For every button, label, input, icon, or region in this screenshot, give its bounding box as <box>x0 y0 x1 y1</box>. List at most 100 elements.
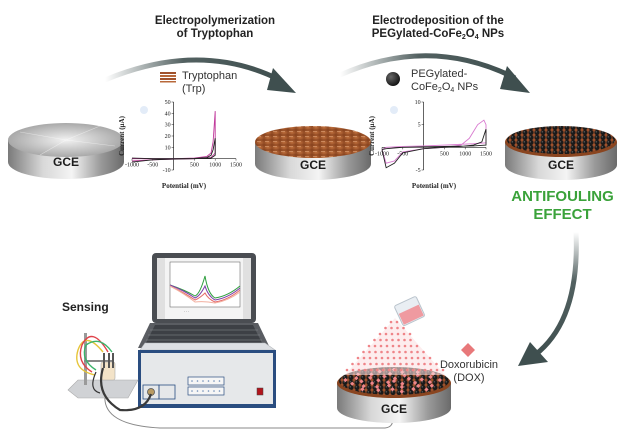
dox-droplet <box>369 368 373 372</box>
trp-gce-label: GCE <box>299 158 326 172</box>
dox-droplet <box>402 332 406 336</box>
dox-droplet <box>391 338 394 342</box>
beaker-icon <box>394 296 425 326</box>
x-axis-label: Potential (mV) <box>412 182 457 190</box>
dox-droplet <box>351 362 354 366</box>
port-pin <box>218 380 221 382</box>
dox-adsorbed <box>390 387 395 392</box>
decorative-dot <box>390 106 398 114</box>
y-tick-label: 20 <box>165 134 171 140</box>
dox-adsorbed <box>376 387 381 393</box>
dox-adsorbed <box>428 374 433 380</box>
dox-droplet <box>392 350 395 354</box>
x-tick-label: -1000 <box>125 163 139 169</box>
dox-droplet <box>391 344 395 348</box>
dox-adsorbed <box>406 376 412 381</box>
dox-droplet <box>378 332 382 336</box>
dox-droplet <box>405 362 408 366</box>
dox-droplet <box>416 350 419 354</box>
dox-droplet <box>363 368 367 372</box>
dox-adsorbed <box>369 381 375 386</box>
dox-droplet <box>408 332 412 336</box>
potentiostat <box>138 342 276 408</box>
dox-adsorbed <box>424 387 429 392</box>
dox-droplet <box>390 326 393 330</box>
dox-droplet <box>356 356 360 360</box>
dox-droplet <box>379 344 383 348</box>
np-gce-electrode <box>505 126 617 180</box>
dox-droplet <box>368 350 371 354</box>
port-pin <box>191 380 193 382</box>
arrow-step2 <box>338 53 530 93</box>
tryptophan-legend-line2: (Trp) <box>182 83 206 95</box>
tryptophan-film-icon <box>160 72 176 83</box>
electrochemical-cell <box>67 333 153 412</box>
dox-droplet <box>345 368 349 372</box>
dox-droplet <box>357 368 361 372</box>
port-pin <box>218 390 221 392</box>
dox-droplet <box>375 362 378 366</box>
y-tick-label: -10 <box>163 168 171 174</box>
step2-title-line1: Electrodeposition of the <box>372 15 504 27</box>
laptop-chart-xlabel: · · · <box>184 310 189 314</box>
dox-droplet <box>409 344 413 348</box>
series-cycle-last <box>381 129 487 169</box>
antifouling-effect-label: ANTIFOULING EFFECT <box>500 188 625 224</box>
series-cycle-last <box>131 138 216 163</box>
dox-droplet <box>393 368 397 372</box>
nanoparticle-legend-line1: PEGylated- <box>411 68 468 80</box>
dox-adsorbed <box>392 376 398 381</box>
dox-droplet <box>362 356 366 360</box>
dox-droplet <box>410 356 414 360</box>
dox-adsorbed <box>416 383 421 388</box>
x-tick-label: 1500 <box>230 163 242 169</box>
sensing-label: Sensing <box>62 300 109 314</box>
dox-droplet <box>379 338 382 342</box>
dox-droplet <box>411 362 414 366</box>
dox-droplet <box>417 368 421 372</box>
dox-droplet <box>398 356 402 360</box>
y-tick-label: 10 <box>165 145 171 151</box>
dox-adsorbed <box>411 386 416 392</box>
dox-droplet <box>369 362 372 366</box>
dox-droplet <box>395 320 399 324</box>
decorative-dot <box>140 106 148 114</box>
dox-droplet <box>386 356 390 360</box>
dox-droplet <box>381 362 384 366</box>
dox-adsorbed <box>359 379 364 384</box>
dox-droplet <box>423 368 427 372</box>
dox-adsorbed <box>361 383 366 389</box>
y-tick-label: -5 <box>416 168 421 174</box>
dox-droplet <box>416 356 420 360</box>
port-pin <box>191 390 193 392</box>
dox-droplet <box>410 350 413 354</box>
dox-droplet <box>435 368 439 372</box>
dox-droplet <box>374 350 377 354</box>
cell-cable <box>99 367 153 412</box>
dox-droplet <box>396 326 399 330</box>
dox-droplet <box>402 326 405 330</box>
dox-droplet <box>404 356 408 360</box>
dox-droplet <box>404 350 407 354</box>
dox-adsorbed <box>437 377 443 383</box>
dox-adsorbed <box>399 384 405 390</box>
y-tick-label: 5 <box>418 123 421 129</box>
dox-droplet <box>385 338 388 342</box>
y-tick-label: 50 <box>165 100 171 106</box>
dox-adsorbed <box>360 387 365 392</box>
x-tick-label: 1500 <box>480 151 492 157</box>
dox-adsorbed <box>386 380 391 385</box>
y-tick-label: 10 <box>415 100 421 106</box>
dox-spray <box>345 318 445 375</box>
dox-adsorbed <box>429 383 434 388</box>
tryptophan-legend-line1: Tryptophan <box>182 70 238 82</box>
dox-droplet <box>441 368 445 372</box>
dox-droplet <box>396 332 400 336</box>
dox-droplet <box>367 344 371 348</box>
dox-droplet <box>435 362 438 366</box>
dox-droplet <box>373 338 376 342</box>
dox-adsorbed <box>412 380 418 385</box>
